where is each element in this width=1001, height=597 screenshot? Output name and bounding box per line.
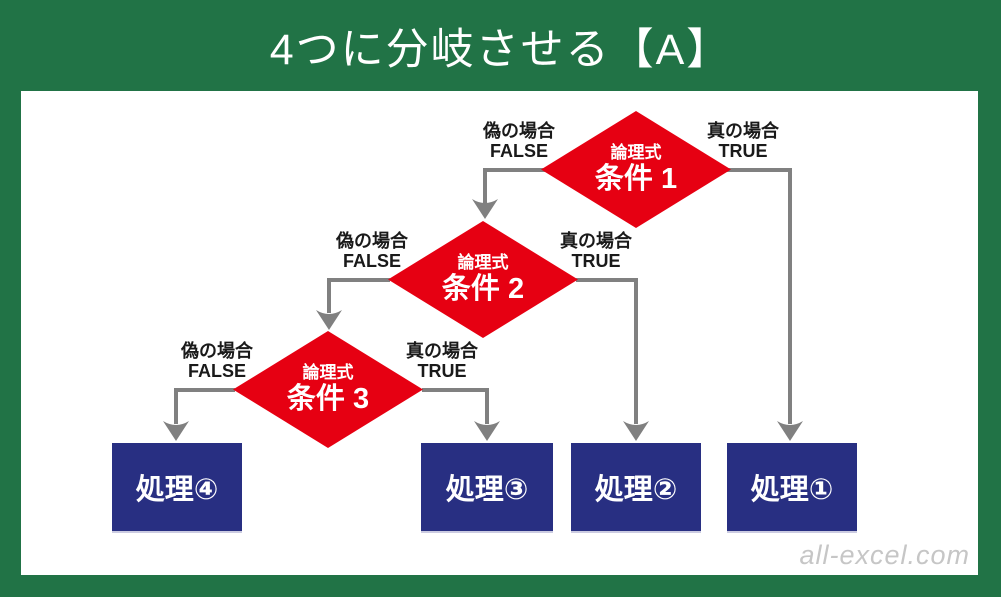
process-label: 処理④ (135, 474, 219, 506)
decision-subtitle: 論理式 (610, 143, 662, 162)
process-box-4: 処理④ (112, 443, 242, 531)
branch-label-d1-true: 真の場合 TRUE (678, 121, 808, 161)
branch-label-d3-false: 偽の場合 FALSE (152, 341, 282, 381)
decision-label: 条件 3 (286, 383, 370, 415)
branch-label-jp: 偽の場合 (336, 231, 408, 251)
branch-label-en: FALSE (187, 361, 246, 381)
branch-label-jp: 真の場合 (707, 121, 779, 141)
decision-subtitle: 論理式 (302, 363, 354, 382)
process-box-1: 処理① (727, 443, 857, 531)
decision-subtitle: 論理式 (457, 253, 509, 272)
decision-label: 条件 1 (594, 163, 678, 195)
branch-label-en: TRUE (417, 361, 467, 381)
branch-label-d1-false: 偽の場合 FALSE (454, 121, 584, 161)
branch-label-jp: 偽の場合 (483, 121, 555, 141)
branch-label-d2-false: 偽の場合 FALSE (307, 231, 437, 271)
decision-label: 条件 2 (441, 273, 525, 305)
branch-label-en: FALSE (489, 141, 548, 161)
process-label: 処理③ (445, 474, 529, 506)
branch-label-en: TRUE (718, 141, 768, 161)
branch-label-jp: 真の場合 (560, 231, 632, 251)
branch-label-d3-true: 真の場合 TRUE (377, 341, 507, 381)
process-box-3: 処理③ (421, 443, 553, 531)
page-title: 4つに分岐させる【A】 (269, 25, 732, 74)
branch-label-en: FALSE (342, 251, 401, 271)
branch-label-en: TRUE (571, 251, 621, 271)
site-watermark: all-excel.com (799, 540, 970, 570)
process-label: 処理② (594, 474, 678, 506)
branch-label-jp: 偽の場合 (181, 341, 253, 361)
branch-label-d2-true: 真の場合 TRUE (531, 231, 661, 271)
branch-label-jp: 真の場合 (406, 341, 478, 361)
process-label: 処理① (750, 474, 834, 506)
process-box-2: 処理② (571, 443, 701, 531)
